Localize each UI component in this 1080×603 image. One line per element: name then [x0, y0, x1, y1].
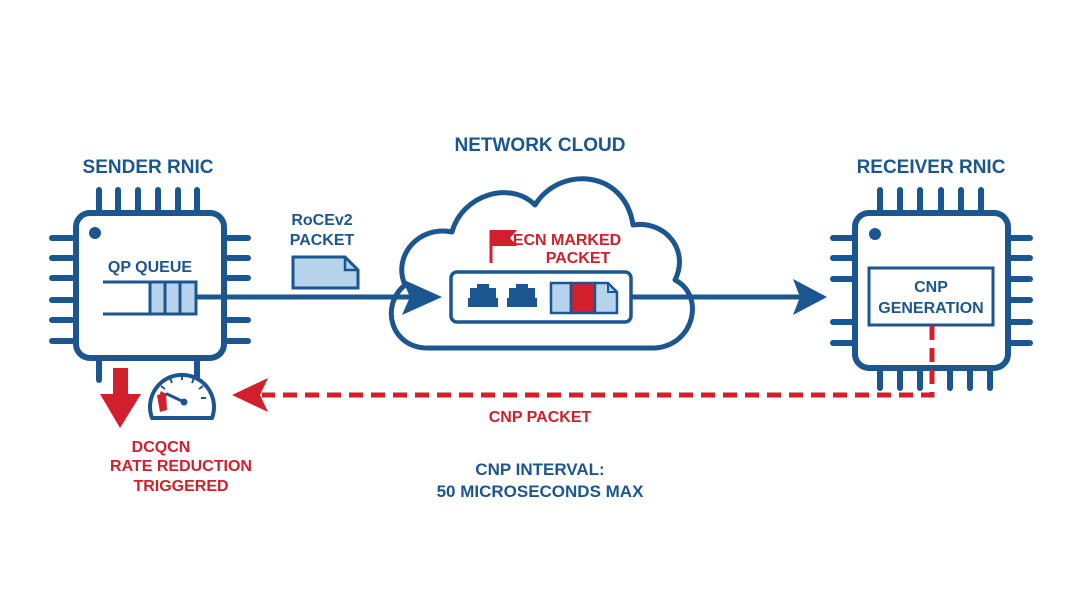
rate-line2: RATE REDUCTION [110, 458, 252, 475]
ecn-marked-packet [549, 281, 619, 315]
sender-title: SENDER RNIC [83, 157, 214, 178]
rate-line1: DCQCN [132, 439, 191, 456]
cnp-gen-line2: GENERATION [878, 300, 983, 317]
sender-rnic: SENDER RNIC QP QUEUE [49, 157, 251, 383]
cnp-gen-line1: CNP [914, 279, 948, 296]
cnp-feedback-path: CNP PACKET [232, 326, 935, 426]
data-path-arrow [196, 279, 827, 315]
arrow-right-icon [402, 279, 442, 315]
sender-chip-icon [49, 187, 251, 383]
network-cloud: NETWORK CLOUD ECN MARKED PACKET [388, 135, 695, 351]
receiver-rnic: RECEIVER RNIC CNP GENERATION [830, 157, 1033, 391]
ecn-label-line2: PACKET [546, 250, 611, 267]
ethernet-port-icon [507, 284, 537, 307]
pin1-dot [89, 227, 101, 239]
receiver-title: RECEIVER RNIC [857, 157, 1006, 178]
network-title: NETWORK CLOUD [455, 135, 626, 156]
arrow-down-icon [100, 368, 141, 428]
ethernet-port-icon [468, 284, 498, 307]
interval-line2: 50 MICROSECONDS MAX [437, 482, 645, 501]
queue-slot [163, 280, 182, 316]
rate-line3: TRIGGERED [133, 478, 228, 495]
qp-queue-label: QP QUEUE [108, 259, 193, 276]
receiver-chip-icon [830, 187, 1033, 391]
rocev2-packet: RoCEv2 PACKET [290, 212, 360, 290]
document-icon [593, 281, 619, 315]
arrow-right-icon [793, 279, 827, 315]
cnp-generation-box [867, 266, 995, 327]
cnp-interval-note: CNP INTERVAL: 50 MICROSECONDS MAX [437, 460, 645, 501]
queue-slot [148, 280, 167, 316]
rate-reduction: DCQCN RATE REDUCTION TRIGGERED [100, 368, 252, 495]
qp-queue [103, 280, 198, 316]
arrow-left-icon [232, 378, 268, 412]
flag-icon [489, 230, 517, 263]
speedometer-icon [148, 372, 216, 420]
interval-line1: CNP INTERVAL: [475, 460, 604, 479]
pin1-dot [869, 228, 881, 240]
cnp-packet-label: CNP PACKET [489, 409, 592, 426]
ecn-label-line1: ECN MARKED [513, 232, 621, 249]
queue-slot [178, 280, 198, 316]
packet-label-line1: RoCEv2 [291, 212, 352, 229]
document-icon [291, 255, 360, 290]
cloud-icon [388, 176, 695, 351]
packet-label-line2: PACKET [290, 232, 355, 249]
